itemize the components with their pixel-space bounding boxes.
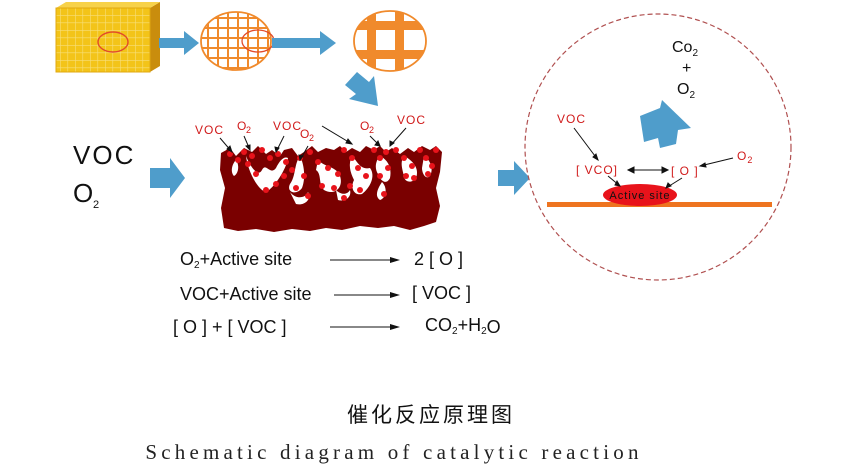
active-site-label: Active site xyxy=(609,190,670,202)
adsorbed-voc: [ VCO] xyxy=(576,163,618,177)
product-arrow xyxy=(640,100,691,148)
zoom-voc-label: VOC xyxy=(557,112,586,126)
adsorbed-molecule-dots xyxy=(227,147,439,201)
surface-label-o2-2: O xyxy=(300,127,310,141)
active-site-zoom-circle: Active site Co2 + O2 VOC [ VCO] [ O ] O2 xyxy=(524,13,792,281)
product-o2: O2 xyxy=(677,81,695,101)
zoom-o2-label: O2 xyxy=(737,149,753,165)
zoom-pointer-arrows xyxy=(573,127,734,189)
product-plus: + xyxy=(682,60,691,77)
channel-zoom-circle xyxy=(353,10,427,72)
active-site xyxy=(603,184,677,206)
eq3-left: [ O ] + [ VOC ] xyxy=(173,317,287,337)
surface-label-voc-3: VOC xyxy=(397,113,426,127)
eq2-right: [ VOC ] xyxy=(412,283,471,303)
svg-text:2: 2 xyxy=(246,125,251,135)
eq3-arrow xyxy=(330,324,400,330)
reactant-labels: VOC O 2 xyxy=(73,140,135,211)
inlet-arrow xyxy=(150,158,185,198)
svg-text:2: 2 xyxy=(369,125,374,135)
surface-labels: VOC O 2 VOC O 2 O 2 VOC xyxy=(195,113,426,143)
reactant-o2: O xyxy=(73,178,95,208)
eq2-arrow xyxy=(334,292,400,298)
svg-text:2: 2 xyxy=(309,133,314,143)
honeycomb-monolith xyxy=(55,2,160,73)
zoom-arrow-1 xyxy=(159,31,199,55)
surface-label-o2-1: O xyxy=(237,119,247,133)
reactant-o2-subscript: 2 xyxy=(93,199,99,211)
surface-label-voc-1: VOC xyxy=(195,123,224,137)
caption-english: Schematic diagram of catalytic reaction xyxy=(145,440,642,464)
porous-catalyst xyxy=(220,146,442,232)
surface-pointer-arrows xyxy=(219,125,407,162)
eq1-arrow xyxy=(330,257,400,263)
zoom-arrow-3 xyxy=(498,161,530,195)
eq1-left: O2+Active site xyxy=(180,249,292,271)
eq2-left: VOC+Active site xyxy=(180,284,312,304)
eq3-right: CO2+H2O xyxy=(425,315,501,337)
surface-label-o2-3: O xyxy=(360,119,370,133)
product-co2: Co2 xyxy=(672,39,698,59)
surface-label-voc-2: VOC xyxy=(273,119,302,133)
adsorbed-o: [ O ] xyxy=(671,164,699,178)
eq1-right: 2 [ O ] xyxy=(414,249,463,269)
caption-chinese: 催化反应原理图 xyxy=(347,403,515,427)
catalyst-surface xyxy=(547,202,772,207)
reaction-equations: O2+Active site 2 [ O ] VOC+Active site [… xyxy=(173,249,501,337)
grid-zoom-circle xyxy=(200,11,275,71)
zoom-arrow-down xyxy=(345,72,378,106)
reactant-voc: VOC xyxy=(73,140,135,170)
zoom-arrow-2 xyxy=(272,31,336,55)
